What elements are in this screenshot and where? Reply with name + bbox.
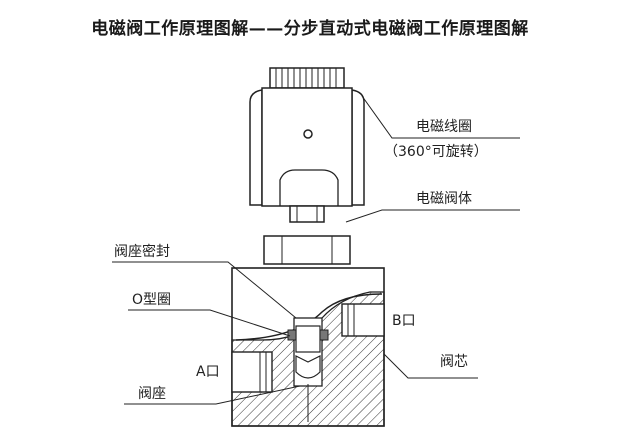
label-valve-body: 电磁阀体	[416, 191, 472, 207]
valve-body-block	[231, 267, 385, 427]
label-seat: 阀座	[138, 386, 166, 402]
valve-stem	[263, 205, 351, 265]
label-port-a: A口	[196, 364, 220, 380]
diagram-title: 电磁阀工作原理图解——分步直动式电磁阀工作原理图解	[91, 19, 529, 39]
label-core: 阀芯	[440, 354, 468, 370]
coil-housing	[249, 87, 365, 207]
coil-nut	[269, 67, 345, 89]
leader-lines	[112, 95, 520, 405]
coil-screw	[303, 129, 313, 139]
label-coil: 电磁线圈	[416, 119, 472, 135]
label-port-b: B口	[392, 313, 416, 329]
label-o-ring: O型圈	[132, 292, 171, 308]
label-seat-seal: 阀座密封	[114, 243, 170, 260]
label-coil-note: （360°可旋转）	[384, 144, 488, 160]
